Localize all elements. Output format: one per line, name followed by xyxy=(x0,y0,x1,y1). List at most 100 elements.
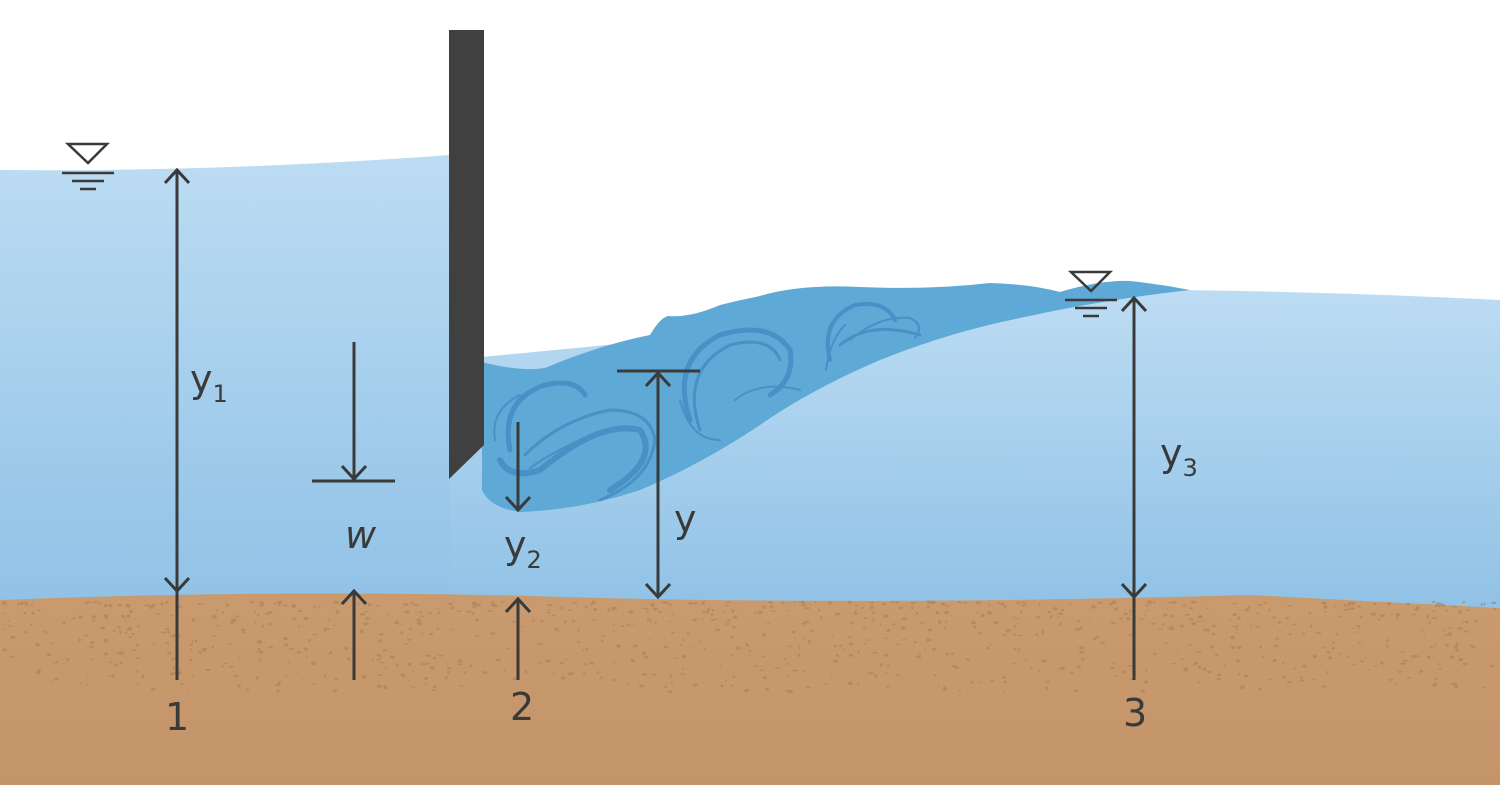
bed-speckle xyxy=(458,659,463,663)
bed-speckle xyxy=(135,670,139,673)
bed-speckle xyxy=(896,674,900,677)
bed-speckle xyxy=(871,619,876,622)
bed-speckle xyxy=(1114,607,1118,611)
bed-speckle xyxy=(471,601,477,605)
bed-speckle xyxy=(1436,602,1442,605)
bed-speckle xyxy=(868,672,874,674)
bed-speckle xyxy=(303,647,308,651)
bed-speckle xyxy=(785,663,789,665)
bed-speckle xyxy=(492,604,498,608)
bed-speckle xyxy=(867,639,871,641)
bed-speckle xyxy=(971,680,974,684)
bed-speckle xyxy=(297,610,303,612)
bed-speckle xyxy=(400,673,406,677)
bed-speckle xyxy=(1068,603,1072,605)
bed-speckle xyxy=(1285,616,1290,620)
bed-speckle xyxy=(1198,680,1200,685)
bed-speckle xyxy=(395,663,399,667)
bed-speckle xyxy=(767,601,772,604)
bed-speckle xyxy=(669,603,672,606)
bed-speckle xyxy=(842,648,846,651)
bed-speckle xyxy=(1088,617,1091,619)
bed-speckle xyxy=(1170,663,1177,665)
bed-speckle xyxy=(359,629,364,634)
bed-speckle xyxy=(257,648,261,651)
bed-speckle xyxy=(265,612,269,616)
bed-speckle xyxy=(612,661,617,664)
bed-speckle xyxy=(655,621,657,624)
bed-speckle xyxy=(1197,665,1202,669)
bed-speckle xyxy=(987,610,992,613)
bed-speckle xyxy=(663,645,669,649)
bed-speckle xyxy=(849,642,854,646)
depth-arrow-y1 xyxy=(163,167,191,680)
bed-speckle xyxy=(1372,602,1377,606)
bed-speckle xyxy=(414,611,417,614)
bed-speckle xyxy=(386,613,389,616)
bed-speckle xyxy=(1454,645,1458,649)
bed-speckle xyxy=(1344,608,1350,611)
bed-speckle xyxy=(456,610,462,612)
bed-speckle xyxy=(1351,604,1355,606)
bed-speckle xyxy=(903,626,906,628)
bed-speckle xyxy=(1012,616,1015,618)
bed-speckle xyxy=(43,630,47,633)
bed-speckle xyxy=(1343,603,1346,607)
bed-speckle xyxy=(563,620,567,624)
bed-speckle xyxy=(1018,648,1021,652)
bed-speckle xyxy=(1411,614,1417,616)
bed-speckle xyxy=(432,685,437,688)
bed-speckle xyxy=(313,606,317,609)
bed-speckle xyxy=(1316,631,1322,634)
bed-speckle xyxy=(1398,672,1401,674)
bed-speckle xyxy=(1312,654,1317,658)
bed-speckle xyxy=(1444,644,1450,647)
bed-speckle xyxy=(275,683,281,687)
bed-speckle xyxy=(1179,658,1185,660)
bed-speckle xyxy=(730,635,734,640)
bed-speckle xyxy=(1321,601,1327,605)
bed-speckle xyxy=(135,644,139,647)
bed-speckle xyxy=(1002,691,1005,693)
bed-speckle xyxy=(793,636,797,639)
bed-speckle xyxy=(276,600,283,605)
bed-speckle xyxy=(1386,644,1389,649)
bed-speckle xyxy=(1079,626,1083,631)
bed-speckle xyxy=(1129,613,1132,616)
bed-speckle xyxy=(195,639,198,643)
bed-speckle xyxy=(781,601,785,604)
bed-speckle xyxy=(1469,644,1474,647)
bed-speckle xyxy=(626,624,632,626)
bed-speckle xyxy=(364,611,370,613)
bed-speckle xyxy=(1099,601,1103,603)
bed-speckle xyxy=(1451,605,1457,608)
bed-speckle xyxy=(428,632,434,636)
bed-speckle xyxy=(437,627,440,631)
bed-speckle xyxy=(688,601,693,605)
bed-speckle xyxy=(131,633,135,636)
upstream-water xyxy=(0,155,450,620)
bed-speckle xyxy=(360,613,366,616)
bed-speckle xyxy=(886,664,891,667)
bed-speckle xyxy=(1013,625,1016,628)
bed-speckle xyxy=(537,662,543,664)
bed-speckle xyxy=(774,667,780,670)
bed-speckle xyxy=(1455,648,1459,652)
bed-speckle xyxy=(1355,624,1361,628)
bed-speckle xyxy=(1434,677,1438,681)
bed-speckle xyxy=(670,631,676,634)
bed-speckle xyxy=(935,611,940,615)
bed-speckle xyxy=(473,604,475,609)
bed-speckle xyxy=(692,602,699,605)
bed-speckle xyxy=(762,605,766,609)
bed-speckle xyxy=(376,684,382,688)
bed-speckle xyxy=(809,629,815,632)
bed-speckle xyxy=(1236,632,1239,634)
bed-speckle xyxy=(831,635,834,638)
bed-speckle xyxy=(999,603,1002,606)
bed-speckle xyxy=(1465,609,1470,611)
bed-speckle xyxy=(241,628,246,631)
bed-speckle xyxy=(50,679,53,682)
bed-speckle xyxy=(255,676,259,680)
bed-speckle xyxy=(104,617,109,620)
